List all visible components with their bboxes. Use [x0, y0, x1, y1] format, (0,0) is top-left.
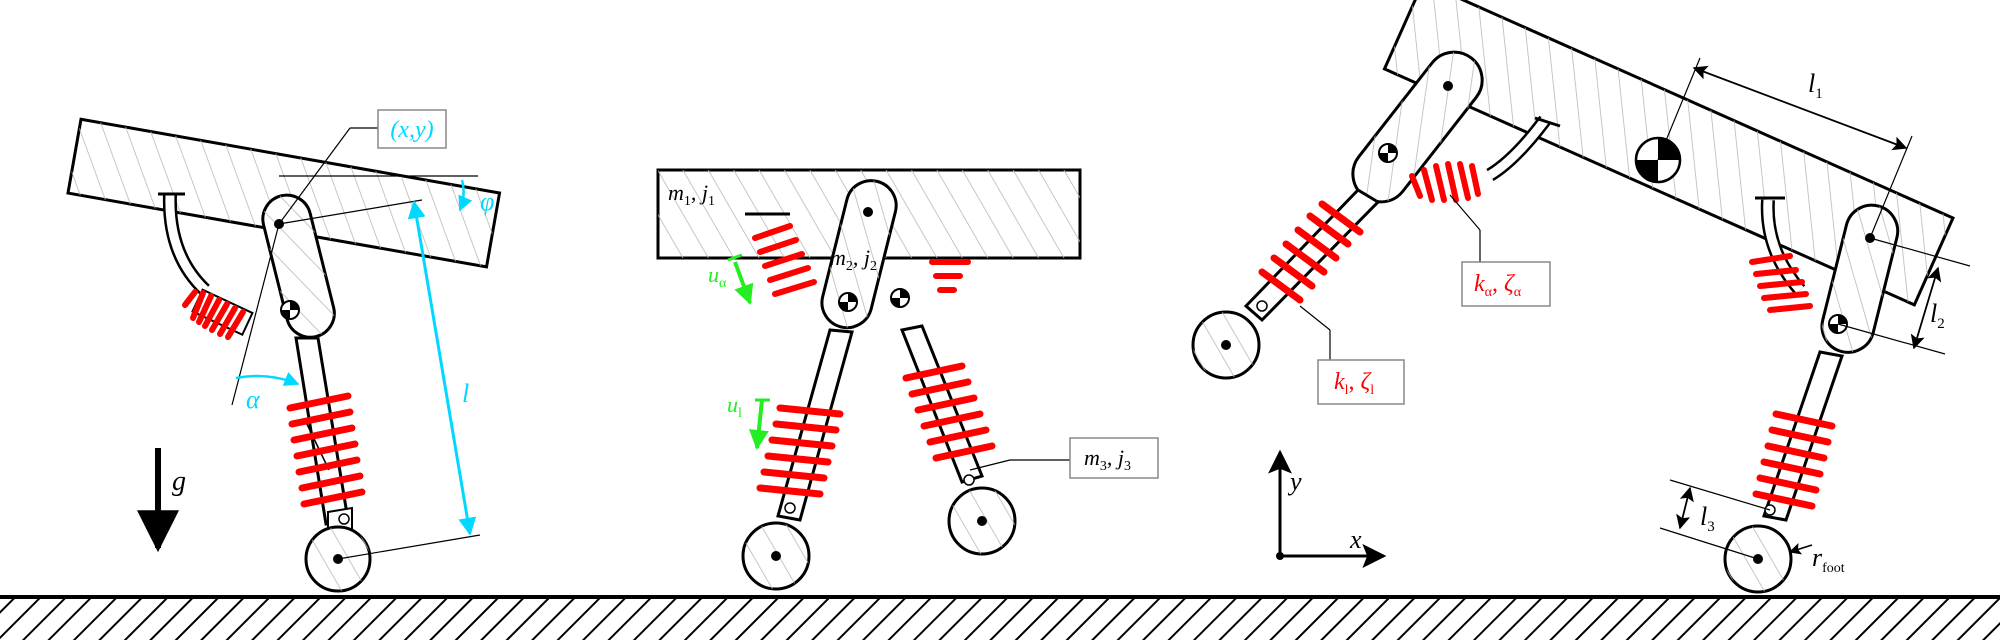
left-thigh-com-icon — [280, 300, 300, 320]
panel-right: l1 l2 l3 rfoot kl, ζl kα, ζα y x — [1191, 0, 1971, 594]
panel-middle: m1, j1 m2, j2 m3, j3 uα ul — [656, 168, 1159, 591]
hip-input-arrow-icon — [733, 261, 754, 305]
left-foot — [304, 506, 372, 593]
left-position-label: (x,y) — [390, 117, 433, 143]
middle-thigh-com-icon — [838, 292, 858, 312]
gravity-label: g — [172, 466, 186, 497]
left-pitch-label: φ — [480, 187, 494, 216]
hip-spring-label-box — [1461, 261, 1551, 307]
coordinate-axes: y x — [1268, 449, 1387, 568]
left-leg-length-label: l — [462, 379, 469, 408]
axis-y-label: y — [1287, 467, 1302, 496]
middle-thigh-com-icon-2 — [890, 288, 910, 308]
dim-l1-label: l1 — [1808, 69, 1823, 102]
right-front-hip-spring — [1749, 253, 1813, 313]
left-position-label-box — [377, 109, 447, 149]
right-back-shank — [1243, 188, 1381, 323]
middle-thigh-mass-label: m2, j2 — [830, 245, 877, 274]
hip-input-label: uα — [708, 262, 727, 291]
hip-spring-label: kα, ζα — [1474, 271, 1522, 300]
middle-leg-spring-left — [756, 404, 844, 498]
leg-spring-label-box — [1317, 359, 1405, 405]
foot-radius-label: rfoot — [1812, 543, 1845, 576]
dim-l3-label: l3 — [1700, 502, 1715, 535]
left-leg-spring — [286, 392, 366, 508]
right-back-hip-spring — [1409, 161, 1481, 203]
middle-body-mass-label: m1, j1 — [668, 180, 715, 209]
ground — [0, 595, 2000, 640]
axis-x-label: x — [1349, 525, 1362, 554]
leg-spring-label: kl, ζl — [1334, 369, 1374, 398]
middle-leg-spring-right — [902, 362, 996, 462]
middle-hip-spring-right — [929, 259, 971, 293]
left-hip-angle-label: α — [246, 385, 261, 414]
leg-input-arrow-icon — [748, 399, 769, 450]
middle-hip-spring-left — [752, 223, 817, 297]
right-front-leg-spring — [1752, 410, 1836, 510]
middle-shank-mass-label-box — [1069, 437, 1159, 479]
middle-shank-mass-label: m3, j3 — [1084, 445, 1131, 474]
panel-left: (x,y) φ α l g — [66, 109, 502, 593]
dim-l2-label: l2 — [1930, 299, 1945, 332]
right-back-thigh-com-icon — [1378, 143, 1398, 163]
right-back-leg-spring — [1258, 200, 1364, 304]
leg-input-label: ul — [727, 392, 742, 421]
